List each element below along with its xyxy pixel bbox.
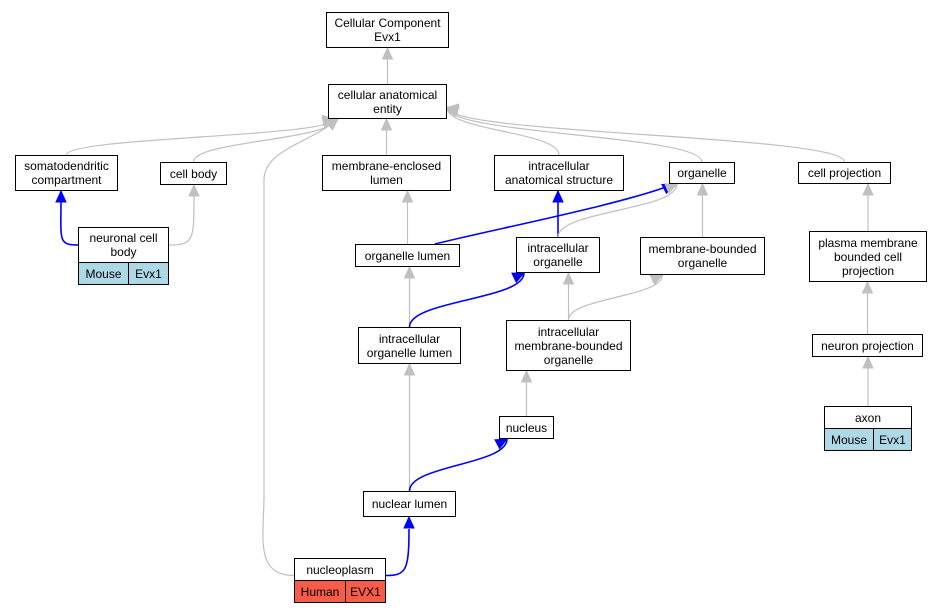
node-label: organelle lumen (364, 248, 451, 263)
node-label: intracellular organelle (527, 241, 589, 269)
node-label: neuronal cell body (89, 231, 158, 259)
node-label: membrane-enclosed lumen (331, 159, 442, 187)
edge-arrowhead (862, 182, 874, 196)
node-label: axon (854, 410, 882, 425)
edge-arrowhead (649, 274, 664, 286)
node-intracellular-organelle[interactable]: intracellular organelle (516, 237, 600, 273)
node-cellular-component[interactable]: Cellular Component Evx1 (326, 12, 449, 48)
node-label: cellular anatomical entity (337, 87, 438, 116)
edge-line (192, 118, 335, 163)
node-membrane-bounded-organelle[interactable]: membrane-bounded organelle (640, 237, 765, 275)
node-label: organelle (677, 166, 727, 180)
node-intracellular-membrane-bounded-organelle[interactable]: intracellular membrane-bounded organelle (506, 320, 631, 371)
node-somatodendritic-compartment[interactable]: somatodendritic compartment (15, 155, 118, 191)
edge-line (385, 528, 410, 577)
edge-arrowhead (403, 265, 416, 279)
edge-arrowhead (552, 189, 564, 203)
edge-line (446, 107, 846, 163)
edge-line (446, 107, 703, 163)
node-label: cell projection (807, 166, 882, 180)
node-nucleus[interactable]: nucleus (499, 416, 554, 439)
edge-arrowhead (494, 438, 509, 450)
edge-line (65, 118, 335, 156)
edge-line (60, 200, 79, 246)
species-tag-human: Human (294, 580, 346, 603)
edge-arrowhead (445, 103, 460, 115)
edge-line (557, 183, 678, 238)
node-intracellular-anatomical-structure[interactable]: intracellular anatomical structure (494, 155, 624, 191)
gene-tag-evx1: Evx1 (128, 262, 169, 285)
node-neuron-projection[interactable]: neuron projection (812, 334, 923, 357)
edge-line (262, 118, 339, 577)
edge-arrowhead (696, 182, 709, 196)
node-label: nucleoplasm (306, 562, 374, 577)
node-label: cell body (169, 166, 218, 181)
node-label: intracellular organelle lumen (366, 331, 453, 360)
node-label: plasma membrane bounded cell projection (818, 235, 918, 278)
node-cellular-anatomical-entity[interactable]: cellular anatomical entity (328, 84, 447, 119)
edge-line (168, 194, 195, 246)
node-label: Cellular Component Evx1 (334, 16, 441, 44)
edge-line (567, 274, 663, 321)
node-nuclear-lumen[interactable]: nuclear lumen (363, 491, 456, 517)
edge-arrowhead (401, 189, 414, 203)
edge-arrowhead (403, 362, 416, 376)
node-plasma-membrane-bounded-cell-projection[interactable]: plasma membrane bounded cell projection (809, 231, 927, 282)
edge-arrowhead (403, 515, 415, 529)
node-label: intracellular anatomical structure (504, 159, 614, 187)
node-label: intracellular membrane-bounded organelle (514, 324, 623, 367)
edge-arrowhead (562, 271, 575, 285)
edge-arrowhead (511, 272, 526, 284)
node-intracellular-organelle-lumen[interactable]: intracellular organelle lumen (358, 327, 461, 364)
node-axon[interactable]: axon (824, 406, 912, 429)
edge-arrowhead (325, 118, 339, 131)
node-nucleoplasm[interactable]: nucleoplasm (294, 558, 386, 581)
edge-arrowhead (520, 369, 533, 383)
edge-line (446, 107, 560, 156)
node-label: nucleus (505, 420, 548, 435)
edge-line (408, 438, 508, 492)
node-organelle[interactable]: organelle (669, 162, 735, 184)
edge-line (408, 272, 525, 328)
node-label: nuclear lumen (371, 497, 448, 511)
gene-tag-evx1: EVX1 (345, 580, 386, 603)
node-neuronal-cell-body[interactable]: neuronal cell body (78, 227, 169, 263)
node-label: membrane-bounded organelle (648, 242, 757, 270)
edge-arrowhead (380, 117, 393, 131)
node-cell-projection[interactable]: cell projection (798, 162, 891, 184)
gene-tag-evx1: Evx1 (873, 428, 912, 451)
edge-arrowhead (381, 46, 394, 60)
node-cell-body[interactable]: cell body (160, 162, 227, 185)
node-label: somatodendritic compartment (24, 159, 109, 187)
node-organelle-lumen[interactable]: organelle lumen (355, 244, 460, 267)
edge-arrowhead (862, 355, 874, 369)
node-membrane-enclosed-lumen[interactable]: membrane-enclosed lumen (322, 155, 451, 191)
edge-line (434, 183, 675, 245)
node-label: neuron projection (821, 338, 914, 353)
edge-arrowhead (55, 189, 67, 203)
species-tag-mouse: Mouse (824, 428, 874, 451)
species-tag-mouse: Mouse (78, 262, 129, 285)
edge-arrowhead (861, 280, 874, 294)
edge-arrowhead (188, 183, 200, 197)
